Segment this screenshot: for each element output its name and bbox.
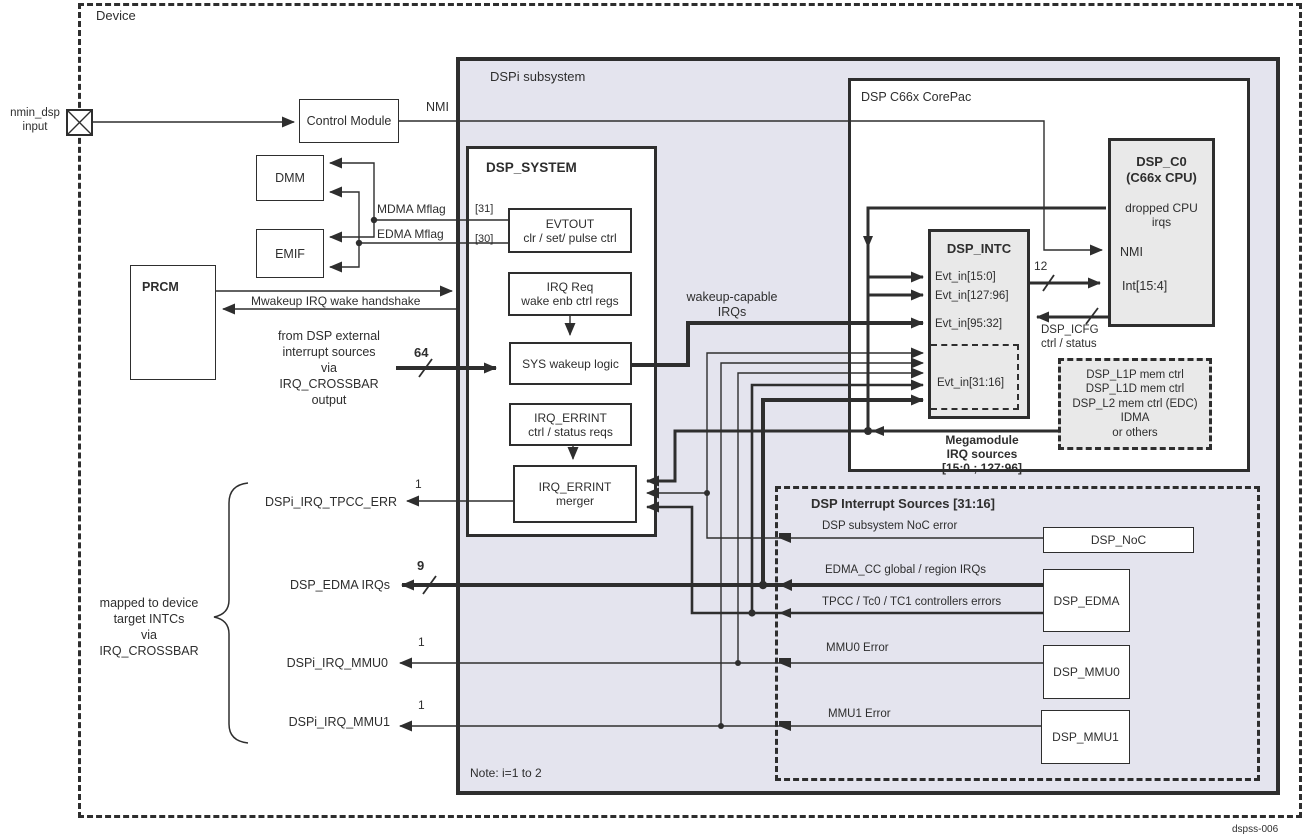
dsp-c0-int-port: Int[15:4]	[1122, 279, 1168, 293]
output-mmu1-label: DSPi_IRQ_MMU1	[288, 715, 390, 729]
dsp-edma-label: DSP_EDMA	[1053, 593, 1120, 608]
intc-evt-in-127-96: Evt_in[127:96]	[935, 290, 1009, 302]
dsp-mmu1-label: DSP_MMU1	[1052, 730, 1119, 744]
figure-id-label: dspss-006	[1232, 824, 1279, 835]
dsp-icfg-label: DSP_ICFG ctrl / status	[1041, 324, 1099, 350]
irq-errint-ctrl-label: IRQ_ERRINT ctrl / status reqs	[528, 410, 613, 439]
dsp-edma-block: DSP_EDMA	[1043, 569, 1130, 632]
subsystem-note: Note: i=1 to 2	[470, 766, 542, 780]
intc-evt-in-15-0: Evt_in[15:0]	[935, 271, 996, 283]
sys-wakeup-label: SYS wakeup logic	[522, 356, 619, 371]
control-module-label: Control Module	[306, 114, 392, 128]
dsp-system-title: DSP_SYSTEM	[486, 160, 577, 175]
dsp-c0-title: DSP_C0 (C66x CPU)	[1126, 154, 1197, 185]
edma-mflag-label: EDMA Mflag	[377, 227, 444, 241]
irq-errint-ctrl-block: IRQ_ERRINT ctrl / status reqs	[509, 403, 632, 446]
control-module-block: Control Module	[299, 99, 399, 143]
dsp-interrupt-sources-title: DSP Interrupt Sources [31:16]	[811, 496, 995, 511]
mwakeup-handshake-label: Mwakeup IRQ wake handshake	[251, 294, 421, 308]
output-edma-irqs-label: DSP_EDMA IRQs	[289, 578, 390, 592]
megamodule-mem-ctrl-text: DSP_L1P mem ctrl DSP_L1D mem ctrl DSP_L2…	[1072, 368, 1198, 439]
external-sources-label: from DSP external interrupt sources via …	[278, 329, 380, 407]
dsp-intc-block: DSP_INTC Evt_in[15:0] Evt_in[127:96] Evt…	[928, 229, 1030, 419]
emif-block: EMIF	[256, 229, 324, 278]
device-label: Device	[96, 8, 136, 23]
output-tpcc-err-label: DSPi_IRQ_TPCC_ERR	[265, 495, 397, 509]
intc-evt-in-31-16: Evt_in[31:16]	[937, 377, 1005, 389]
mapped-to-intcs-note: mapped to device target INTCs via IRQ_CR…	[99, 596, 199, 658]
dsp-noc-label: DSP_NoC	[1090, 533, 1147, 547]
mdma-mflag-label: MDMA Mflag	[377, 202, 446, 216]
output-mmu1-count: 1	[418, 698, 425, 712]
output-mmu0-label: DSPi_IRQ_MMU0	[286, 656, 388, 670]
irq-errint-merger-block: IRQ_ERRINT merger	[513, 465, 637, 523]
megamodule-mem-ctrl-block: DSP_L1P mem ctrl DSP_L1D mem ctrl DSP_L2…	[1058, 358, 1212, 450]
edma-cc-wire-label: EDMA_CC global / region IRQs	[825, 564, 987, 576]
evtout-label: EVTOUT clr / set/ pulse ctrl	[523, 216, 617, 245]
nmi-wire-label: NMI	[426, 100, 449, 114]
dsp-c0-nmi-port: NMI	[1120, 245, 1143, 259]
dsp-mmu0-label: DSP_MMU0	[1053, 665, 1120, 679]
noc-error-wire-label: DSP subsystem NoC error	[822, 520, 958, 532]
tpcc-errors-wire-label: TPCC / Tc0 / TC1 controllers errors	[822, 596, 1002, 608]
output-mmu0-count: 1	[418, 635, 425, 649]
megamodule-irq-sources-label: Megamodule IRQ sources [15:0 ; 127:96]	[941, 433, 1023, 476]
dsp-mmu0-block: DSP_MMU0	[1043, 645, 1130, 699]
output-edma-irqs-count: 9	[417, 558, 425, 573]
dsp-intc-title: DSP_INTC	[946, 241, 1012, 256]
wakeup-capable-irqs-label: wakeup-capable IRQs	[686, 290, 778, 319]
dsp-mmu1-block: DSP_MMU1	[1041, 710, 1130, 764]
bit30-label: [30]	[475, 233, 494, 245]
prcm-block: PRCM	[130, 265, 216, 380]
irq-req-block: IRQ Req wake enb ctrl regs	[508, 272, 632, 316]
dsp-c0-dropped-irqs-label: dropped CPU irqs	[1125, 201, 1198, 230]
sys-wakeup-logic-block: SYS wakeup logic	[509, 342, 632, 385]
irq-req-label: IRQ Req wake enb ctrl regs	[521, 280, 619, 308]
emif-label: EMIF	[275, 246, 305, 261]
subsystem-title: DSPi subsystem	[490, 69, 586, 84]
dmm-label: DMM	[275, 171, 305, 185]
mmu0-error-wire-label: MMU0 Error	[826, 642, 889, 654]
bus12-width-label: 12	[1034, 259, 1048, 273]
evtout-block: EVTOUT clr / set/ pulse ctrl	[508, 208, 632, 253]
bus64-width-label: 64	[414, 345, 429, 360]
corepac-title: DSP C66x CorePac	[861, 90, 972, 104]
bit31-label: [31]	[475, 203, 494, 215]
prcm-label: PRCM	[142, 280, 179, 294]
output-tpcc-err-count: 1	[415, 477, 422, 491]
intc-evt-in-95-32: Evt_in[95:32]	[935, 318, 1003, 330]
dmm-block: DMM	[256, 155, 324, 201]
nmin-dsp-input-label: nmin_dsp input	[10, 107, 60, 133]
mmu1-error-wire-label: MMU1 Error	[828, 708, 891, 720]
irq-errint-merger-label: IRQ_ERRINT merger	[538, 480, 612, 508]
dsp-noc-block: DSP_NoC	[1043, 527, 1194, 553]
dsp-c0-block: DSP_C0 (C66x CPU) dropped CPU irqs NMI I…	[1108, 138, 1215, 327]
